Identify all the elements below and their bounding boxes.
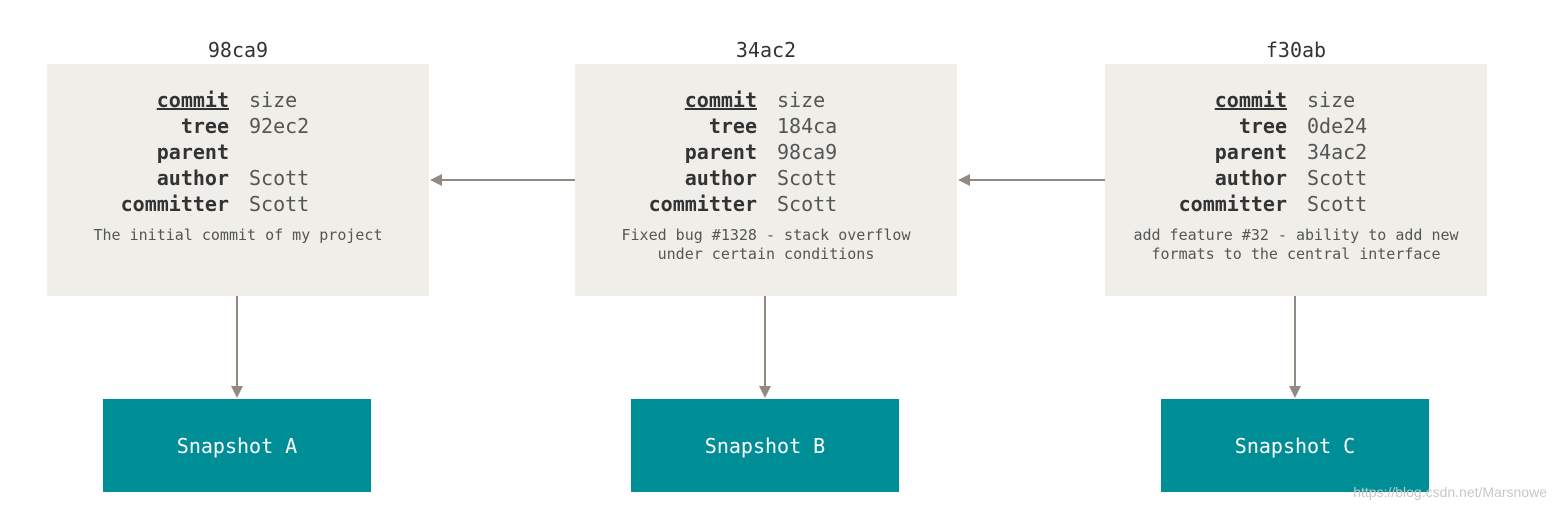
- commit-hash-f30ab: f30ab: [1265, 38, 1327, 62]
- committer-value: Scott: [249, 192, 310, 216]
- committer-value: Scott: [777, 192, 838, 216]
- author-key: author: [156, 166, 229, 190]
- commit-message-line: Fixed bug #1328 - stack overflow: [621, 226, 911, 244]
- commit-value: size: [777, 88, 826, 112]
- snapshot-b-box: Snapshot B: [631, 399, 899, 492]
- commit-hash-34ac2: 34ac2: [735, 38, 797, 62]
- commit-key: commit: [684, 88, 757, 112]
- tree-value: 0de24: [1307, 114, 1368, 138]
- commit-message-line: add feature #32 - ability to add new: [1133, 226, 1459, 244]
- commit-value: size: [1307, 88, 1356, 112]
- snapshot-a-box: Snapshot A: [103, 399, 371, 492]
- snapshot-c-box: Snapshot C: [1161, 399, 1429, 492]
- author-value: Scott: [249, 166, 310, 190]
- committer-key: committer: [1178, 192, 1287, 216]
- tree-value: 92ec2: [249, 114, 310, 138]
- commit-message: Fixed bug #1328 - stack overflow under c…: [575, 226, 957, 264]
- commit-key: commit: [156, 88, 229, 112]
- tree-key: tree: [708, 114, 757, 138]
- author-value: Scott: [777, 166, 838, 190]
- parent-value: 98ca9: [777, 140, 838, 164]
- commit-key: commit: [1214, 88, 1287, 112]
- author-key: author: [1214, 166, 1287, 190]
- commit-value: size: [249, 88, 298, 112]
- author-key: author: [684, 166, 757, 190]
- committer-value: Scott: [1307, 192, 1368, 216]
- commit-hash-98ca9: 98ca9: [207, 38, 269, 62]
- commit-message-line: formats to the central interface: [1151, 245, 1441, 263]
- commit-message-line: The initial commit of my project: [93, 226, 383, 244]
- parent-key: parent: [684, 140, 757, 164]
- commit-message: add feature #32 - ability to add new for…: [1105, 226, 1487, 264]
- tree-value: 184ca: [777, 114, 838, 138]
- commit-message-line: under certain conditions: [657, 245, 875, 263]
- watermark: https://blog.csdn.net/Marsnowe: [1353, 484, 1547, 500]
- committer-key: committer: [648, 192, 757, 216]
- commit-message: The initial commit of my project: [47, 226, 429, 245]
- parent-key: parent: [1214, 140, 1287, 164]
- committer-key: committer: [120, 192, 229, 216]
- parent-value: 34ac2: [1307, 140, 1368, 164]
- parent-key: parent: [156, 140, 229, 164]
- tree-key: tree: [180, 114, 229, 138]
- tree-key: tree: [1238, 114, 1287, 138]
- author-value: Scott: [1307, 166, 1368, 190]
